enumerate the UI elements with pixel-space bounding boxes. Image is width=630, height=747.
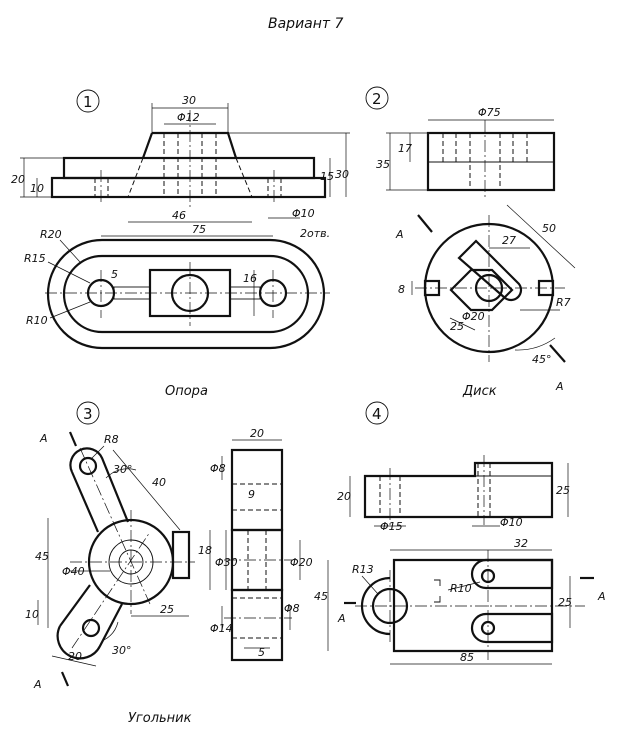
part-3-name: Угольник [128, 711, 192, 726]
dim-p1-r15: R15 [24, 252, 46, 265]
part-3-number: 3 [83, 405, 93, 423]
dim-p3-25: 25 [160, 603, 174, 616]
dim-p1-phi10: Φ10 [292, 207, 315, 220]
part-1-top-view [45, 238, 330, 350]
dim-p1-20: 20 [11, 173, 25, 186]
dim-p1-16: 16 [243, 272, 257, 285]
part-1-name: Опора [165, 384, 208, 399]
dim-p3-phi20: Φ20 [290, 556, 313, 569]
dim-p1-30: 30 [182, 94, 196, 107]
part-2: 2 Φ75 35 17 [365, 86, 576, 399]
dim-p4-phi10: Φ10 [500, 516, 523, 529]
dim-p2-8: 8 [398, 283, 405, 296]
dim-p3-20: 20 [68, 650, 82, 663]
dim-p1-46: 46 [172, 209, 186, 222]
dim-p1-r10: R10 [26, 314, 48, 327]
part-1: 1 30 Φ12 [11, 89, 350, 399]
dim-p1-10: 10 [30, 182, 44, 195]
dim-p2-phi20: Φ20 [462, 310, 485, 323]
dim-p4-r13: R13 [352, 563, 374, 576]
dim-p3-30deg-bottom: 30° [112, 644, 132, 657]
dim-p1-30-height: 30 [335, 168, 349, 181]
dim-p3-18: 18 [198, 544, 212, 557]
section-mark-p3-a-bottom: A [33, 678, 42, 691]
dim-p3-phi40: Φ40 [62, 565, 85, 578]
dim-p4-85: 85 [460, 651, 474, 664]
dim-p2-27: 27 [502, 234, 516, 247]
dim-p3-10: 10 [25, 608, 39, 621]
dim-p3-phi8: Φ8 [210, 462, 226, 475]
part-3-number-circle [76, 401, 100, 425]
dim-p2-r7: R7 [556, 296, 571, 309]
dim-p1-phi12: Φ12 [177, 111, 200, 124]
dim-p4-45: 45 [314, 590, 328, 603]
part-4-front-view [363, 455, 554, 525]
dim-p4-r10: R10 [450, 582, 472, 595]
part-3: 3 A A R8 30° 40 [25, 401, 313, 726]
part-3-side-view [224, 448, 292, 662]
dim-p3-9: 9 [248, 488, 255, 501]
part-3-side-dims: 20 Φ8 9 18 Φ30 Φ20 Φ14 Φ8 5 [198, 427, 313, 659]
dim-p3-phi8-bottom: Φ8 [284, 602, 300, 615]
dim-p2-phi75: Φ75 [478, 106, 501, 119]
dim-p2-25: 25 [450, 320, 464, 333]
part-2-front-dims: Φ75 35 17 [376, 106, 554, 191]
dim-p3-20-top: 20 [250, 427, 264, 440]
dim-p4-20: 20 [337, 490, 351, 503]
part-2-top-view [415, 215, 565, 362]
part-4-number-circle [365, 401, 389, 425]
dim-p3-45: 45 [35, 550, 49, 563]
dim-p1-75: 75 [192, 223, 206, 236]
section-mark-p2-a-top: A [395, 228, 404, 241]
dim-p4-phi15: Φ15 [380, 520, 403, 533]
section-mark-p3-a-top: A [39, 432, 48, 445]
part-1-front-dims: 30 Φ12 20 10 15 30 46 Φ10 2отв. [11, 94, 350, 240]
part-2-number-circle [365, 86, 389, 110]
part-3-top-dims: A A R8 30° 40 45 Φ40 10 20 30° 25 [25, 431, 189, 691]
dim-p1-r20: R20 [40, 228, 62, 241]
part-4-number: 4 [372, 405, 382, 423]
section-mark-p4-a-right: A [597, 590, 606, 603]
dim-p1-5: 5 [111, 268, 118, 281]
part-2-name: Диск [462, 384, 497, 399]
dim-p3-5: 5 [258, 646, 265, 659]
dim-p3-30deg: 30° [113, 463, 133, 476]
dim-p1-holes: 2отв. [300, 227, 330, 240]
dim-p3-40: 40 [152, 476, 166, 489]
dim-p1-15: 15 [320, 170, 334, 183]
part-1-front-view [50, 110, 327, 208]
sheet-title: Вариант 7 [268, 16, 344, 32]
dim-p2-17: 17 [398, 142, 412, 155]
dim-p3-phi14: Φ14 [210, 622, 233, 635]
section-mark-p2-a-bottom: A [555, 380, 564, 393]
part-4-top-dims: 32 R13 R10 45 25 85 A A [314, 537, 606, 665]
dim-p3-r8: R8 [104, 433, 119, 446]
section-mark-p4-a-left: A [337, 612, 346, 625]
part-1-number-circle [76, 89, 100, 113]
part-4: 4 20 Φ15 Φ10 25 [314, 401, 606, 665]
part-1-number: 1 [83, 93, 93, 111]
part-2-number: 2 [372, 90, 382, 108]
part-2-front-view [426, 120, 556, 200]
part-2-top-dims: A A 50 27 8 Φ20 25 R7 45° [395, 204, 576, 393]
dim-p3-phi30: Φ30 [215, 556, 238, 569]
dim-p2-50: 50 [542, 222, 556, 235]
dim-p4-25-side: 25 [558, 596, 572, 609]
part-4-front-dims: 20 Φ15 Φ10 25 [337, 463, 570, 533]
dim-p2-35: 35 [376, 158, 390, 171]
dim-p4-25: 25 [556, 484, 570, 497]
part-1-top-dims: 75 R20 R15 R10 5 16 [24, 223, 273, 327]
part-4-top-view [355, 550, 585, 660]
dim-p2-45deg: 45° [532, 353, 552, 366]
dim-p4-32: 32 [514, 537, 528, 550]
part-3-top-view [56, 447, 195, 660]
